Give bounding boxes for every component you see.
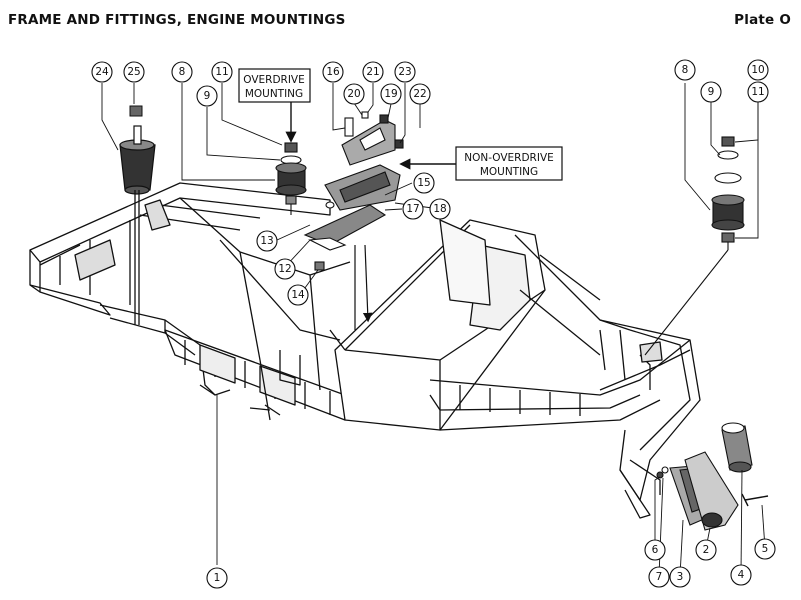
svg-text:9: 9 [204,90,211,102]
svg-text:11: 11 [751,86,764,98]
non-overdrive-callout: NON-OVERDRIVE MOUNTING [399,146,563,181]
part-number-3: 3 [669,566,691,588]
svg-text:17: 17 [406,203,419,215]
svg-text:22: 22 [413,88,426,100]
part-number-8-overdrive: 8 [171,61,193,83]
leader-lines [101,82,766,577]
part-number-2: 2 [695,539,717,561]
svg-text:8: 8 [682,64,689,76]
svg-text:21: 21 [366,66,379,78]
overdrive-callout: OVERDRIVE MOUNTING [238,68,311,143]
svg-text:18: 18 [433,203,446,215]
non-overdrive-label-line2: MOUNTING [480,166,538,178]
rear-bracket-parts [656,422,769,531]
svg-text:11: 11 [215,66,228,78]
svg-text:6: 6 [652,544,659,556]
guide-lines-non-overdrive [354,244,373,330]
part-number-5: 5 [754,538,776,560]
svg-text:25: 25 [127,66,140,78]
part-number-19: 19 [380,83,402,105]
part-number-12: 12 [274,258,296,280]
part-number-4: 4 [730,564,752,586]
page-title: FRAME AND FITTINGS, ENGINE MOUNTINGS [8,12,346,28]
svg-text:23: 23 [398,66,411,78]
rear-mounting-parts [644,136,745,356]
svg-text:19: 19 [384,88,397,100]
part-number-16: 16 [322,61,344,83]
part-number-9-overdrive: 9 [196,85,218,107]
non-overdrive-label-line1: NON-OVERDRIVE [464,152,554,164]
part-number-8-rear: 8 [674,59,696,81]
overdrive-label-line1: OVERDRIVE [243,74,305,86]
svg-text:13: 13 [260,235,273,247]
svg-text:2: 2 [703,544,710,556]
rubber-mounting-24 [119,125,156,325]
plate-label: Plate O [734,12,791,28]
overdrive-label-line2: MOUNTING [245,88,303,100]
svg-text:24: 24 [95,66,109,78]
part-number-25: 25 [123,61,145,83]
overdrive-mounting-parts [275,142,307,215]
svg-text:3: 3 [677,571,684,583]
part-number-23: 23 [394,61,416,83]
part-number-6: 6 [644,539,666,561]
nut-25 [129,105,143,117]
svg-text:7: 7 [656,571,663,583]
non-overdrive-mounting-bracket [303,111,404,271]
svg-text:1: 1 [214,572,221,584]
part-number-24: 24 [91,61,113,83]
part-number-21: 21 [362,61,384,83]
svg-text:12: 12 [278,263,291,275]
part-number-10: 10 [747,59,769,81]
svg-text:9: 9 [708,86,715,98]
part-number-22: 22 [409,83,431,105]
chassis-frame [29,182,701,519]
part-number-11-rear: 11 [747,81,769,103]
svg-text:14: 14 [291,289,305,301]
svg-text:8: 8 [179,66,186,78]
part-number-1: 1 [206,567,228,589]
part-number-13: 13 [256,230,278,252]
svg-text:15: 15 [417,177,430,189]
svg-text:5: 5 [762,543,769,555]
part-number-20: 20 [343,83,365,105]
part-number-17: 17 [402,198,424,220]
part-number-14: 14 [287,284,309,306]
svg-text:16: 16 [326,66,340,78]
svg-text:20: 20 [347,88,360,100]
part-number-18: 18 [429,198,451,220]
part-number-9-rear: 9 [700,81,722,103]
svg-text:10: 10 [751,64,764,76]
part-number-15: 15 [413,172,435,194]
part-number-11-overdrive: 11 [211,61,233,83]
svg-text:4: 4 [738,569,745,581]
part-number-7: 7 [648,566,670,588]
